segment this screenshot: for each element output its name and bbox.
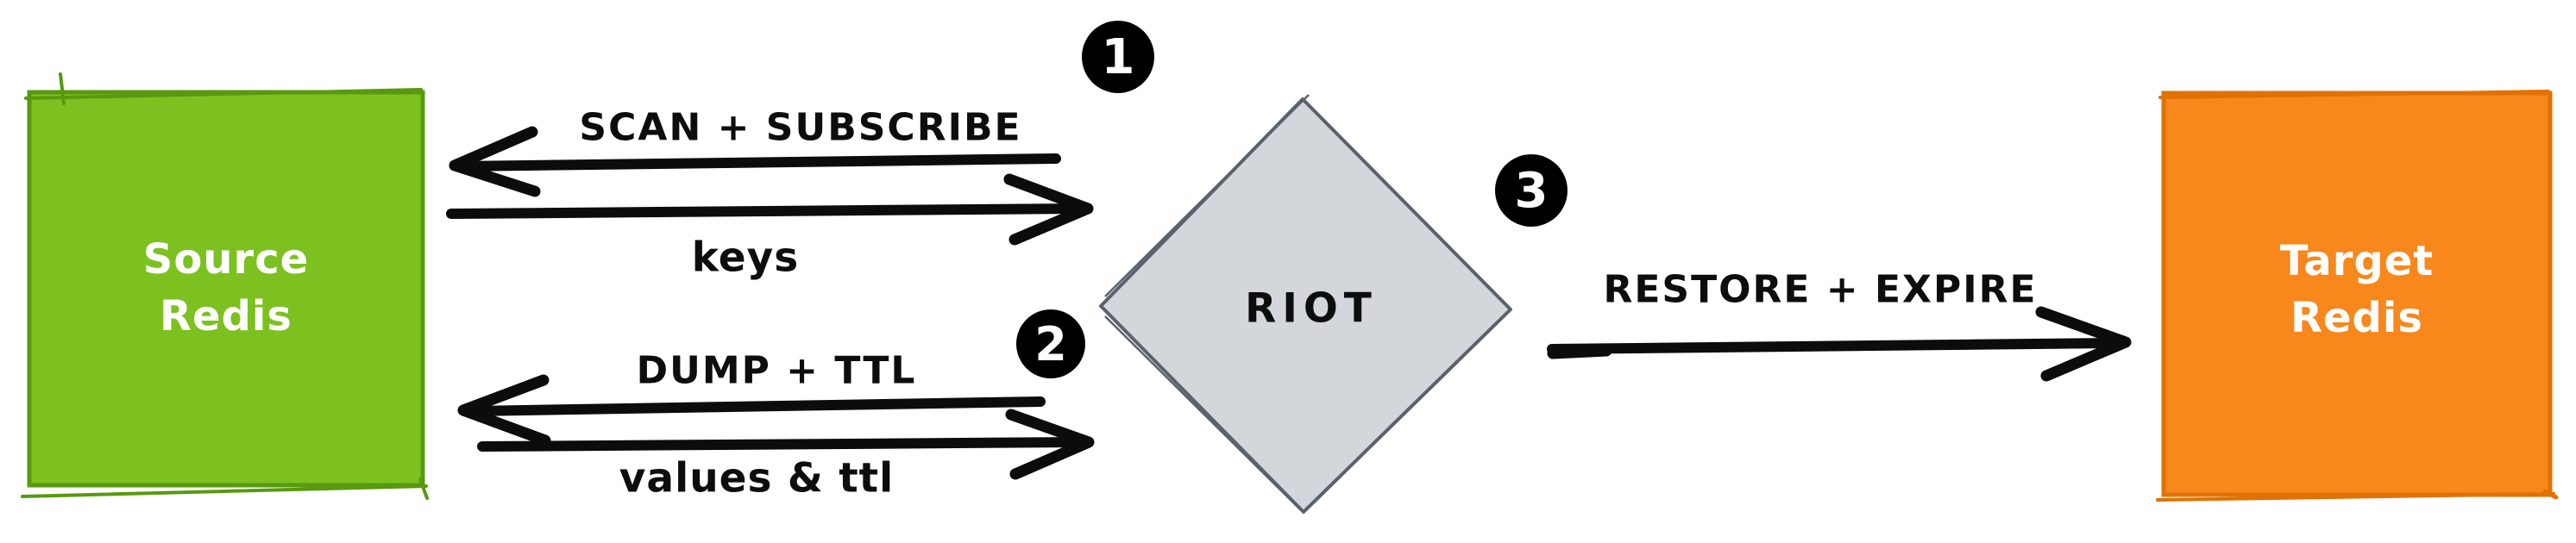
keys-label: keys [691,234,800,282]
step-3-number: 3 [1514,162,1549,219]
step-1-number: 1 [1101,28,1135,85]
step-2-badge: 2 [1016,309,1085,378]
dump-ttl-arrow [457,374,1046,446]
scan-subscribe-arrow [449,126,1061,197]
keys-arrow [446,173,1094,246]
values-ttl-label: values & ttl [619,454,895,502]
riot-label: RIOT [1245,284,1378,333]
dump-ttl-label: DUMP + TTL [636,348,917,393]
target-label-line2: Redis [2290,294,2423,342]
restore-expire-label: RESTORE + EXPIRE [1603,267,2038,312]
step-1-badge: 1 [1082,21,1154,93]
scan-subscribe-label: SCAN + SUBSCRIBE [579,105,1022,150]
source-redis-box [21,72,429,500]
values-ttl-arrow [477,409,1095,480]
riot-diamond [1099,94,1512,514]
restore-expire-arrow [1547,306,2132,382]
source-label-line1: Source [142,234,310,284]
source-label-line2: Redis [160,292,292,340]
step-2-number: 2 [1034,316,1067,371]
step-3-badge: 3 [1495,154,1568,227]
target-label-line1: Target [2279,236,2435,285]
target-redis-label: Target Redis [2280,233,2434,346]
source-redis-label: Source Redis [143,231,309,345]
target-redis-box [2156,90,2559,502]
